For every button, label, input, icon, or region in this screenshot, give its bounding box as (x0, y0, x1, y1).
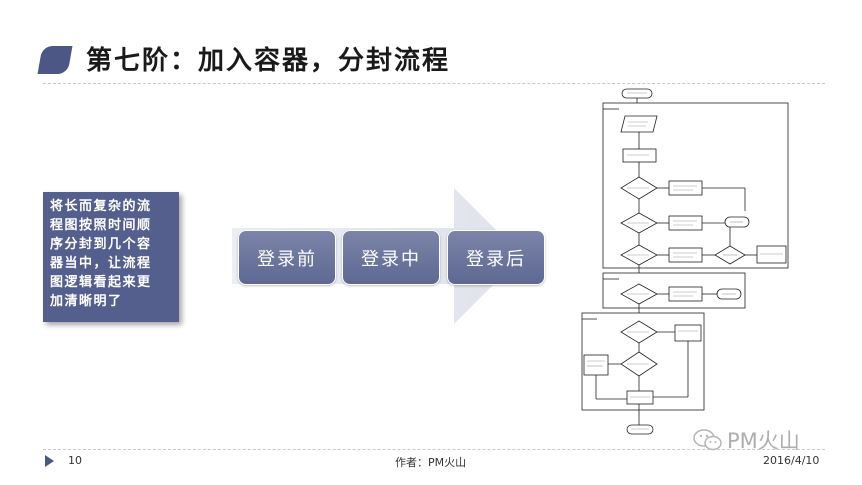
note-line: 序分封到几个容 (50, 237, 152, 252)
note-line: 器当中，让流程 (50, 256, 152, 271)
title-divider (43, 83, 825, 84)
title-marker (37, 46, 73, 74)
page-number: 10 (68, 454, 82, 467)
note-line: 程图按照时间顺 (50, 218, 152, 233)
wechat-icon (693, 429, 722, 451)
date-label: 2016/4/10 (763, 454, 820, 467)
slide-title: 第七阶：加入容器，分封流程 (86, 46, 451, 76)
note-line: 将长而复杂的流 (50, 199, 152, 214)
watermark-text: PM火山 (727, 429, 800, 453)
footer-divider (43, 449, 825, 450)
stage-before-login: 登录前 (238, 230, 336, 285)
stage-after-login: 登录后 (447, 230, 545, 285)
flowchart-diagram (581, 88, 789, 435)
note-line: 图逻辑看起来更 (50, 275, 152, 290)
author-label: 作者：PM火山 (395, 456, 467, 469)
watermark: PM火山 (693, 425, 800, 455)
note-box: 将长而复杂的流 程图按照时间顺 序分封到几个容 器当中，让流程 图逻辑看起来更 … (43, 192, 179, 322)
stage-during-login: 登录中 (342, 230, 440, 285)
footer-triangle-icon (45, 455, 54, 467)
note-line: 加清晰明了 (50, 294, 123, 309)
